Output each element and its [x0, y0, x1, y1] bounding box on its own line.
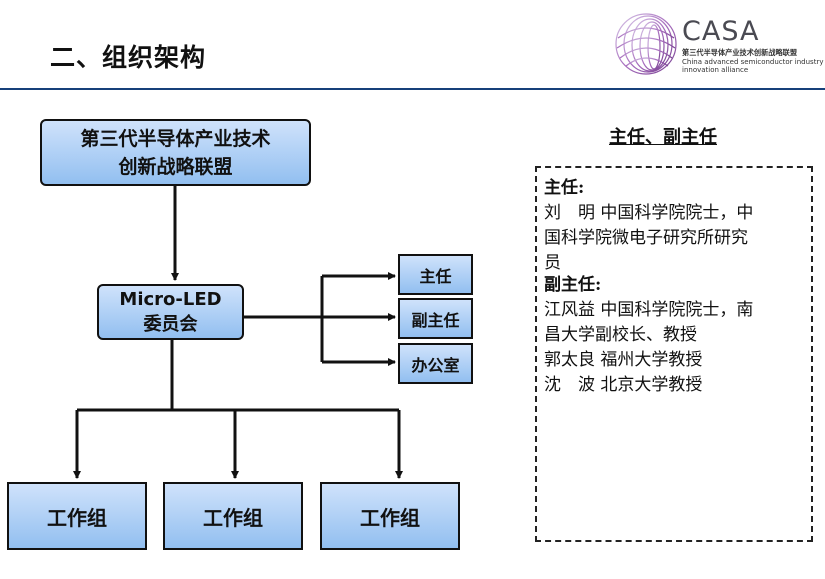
working-group-box-1: 工作组 [7, 482, 147, 550]
leaders-heading: 主任、副主任 [609, 127, 717, 148]
director-line-2: 国科学院微电子研究所研究 [544, 228, 748, 248]
alliance-label-line-1: 第三代半导体产业技术 [80, 127, 271, 150]
logo-name: CASA [682, 16, 760, 47]
deputy-line-4: 沈 波 北京大学教授 [544, 375, 703, 395]
casa-globe-icon [615, 13, 677, 75]
logo-en-line-2: innovation alliance [682, 66, 749, 74]
deputy-label: 副主任: [544, 275, 602, 295]
committee-label-line-2: 委员会 [143, 314, 198, 335]
committee-box: Micro-LED 委员会 [97, 284, 244, 340]
committee-label-line-1: Micro-LED [119, 289, 222, 310]
deputy-director-box: 副主任 [398, 298, 473, 339]
leaders-panel [535, 166, 813, 542]
office-box: 办公室 [398, 343, 473, 384]
logo-cn-name: 第三代半导体产业技术创新战略联盟 [682, 48, 798, 57]
alliance-label-line-2: 创新战略联盟 [118, 155, 233, 178]
deputy-line-1: 江风益 中国科学院院士，南 [544, 300, 754, 320]
casa-logo: CASA 第三代半导体产业技术创新战略联盟 China advanced sem… [612, 8, 823, 83]
deputy-line-2: 昌大学副校长、教授 [544, 325, 697, 345]
logo-en-name: China advanced semiconductor industry in… [682, 58, 823, 74]
director-line-1: 刘 明 中国科学院院士，中 [544, 203, 754, 223]
deputy-line-3: 郭太良 福州大学教授 [544, 350, 703, 370]
working-group-box-3: 工作组 [320, 482, 460, 550]
header-divider [0, 88, 825, 90]
director-box: 主任 [398, 254, 473, 295]
working-group-box-2: 工作组 [163, 482, 303, 550]
director-line-3: 员 [544, 253, 561, 273]
logo-en-line-1: China advanced semiconductor industry [682, 58, 824, 66]
page-title: 二、组织架构 [50, 43, 207, 72]
alliance-box: 第三代半导体产业技术 创新战略联盟 [40, 119, 311, 186]
director-label: 主任: [544, 178, 585, 198]
